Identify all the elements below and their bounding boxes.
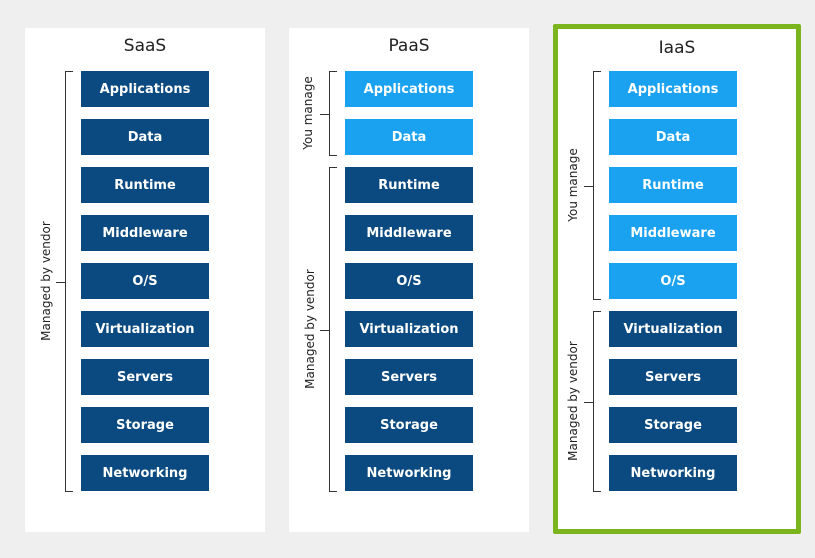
paas-stack: Applications Data Runtime Middleware O/S… <box>345 71 473 503</box>
paas-vendor-bracket <box>320 167 337 492</box>
iaas-layer-runtime: Runtime <box>609 167 737 203</box>
paas-layer-data: Data <box>345 119 473 155</box>
paas-layer-virtualization: Virtualization <box>345 311 473 347</box>
saas-vendor-label: Managed by vendor <box>39 221 53 341</box>
paas-panel: PaaS Applications Data Runtime Middlewar… <box>289 28 529 532</box>
iaas-layer-middleware: Middleware <box>609 215 737 251</box>
iaas-layer-virtualization: Virtualization <box>609 311 737 347</box>
iaas-title: IaaS <box>658 38 696 58</box>
iaas-layer-servers: Servers <box>609 359 737 395</box>
saas-vendor-bracket <box>56 71 73 492</box>
iaas-layer-networking: Networking <box>609 455 737 491</box>
iaas-layer-os: O/S <box>609 263 737 299</box>
saas-title: SaaS <box>123 36 167 56</box>
saas-layer-os: O/S <box>81 263 209 299</box>
paas-layer-os: O/S <box>345 263 473 299</box>
iaas-you-manage-bracket <box>584 71 601 300</box>
iaas-layer-storage: Storage <box>609 407 737 443</box>
saas-layer-middleware: Middleware <box>81 215 209 251</box>
saas-layer-virtualization: Virtualization <box>81 311 209 347</box>
saas-layer-data: Data <box>81 119 209 155</box>
paas-vendor-label: Managed by vendor <box>303 269 317 389</box>
iaas-vendor-bracket <box>584 311 601 492</box>
paas-layer-runtime: Runtime <box>345 167 473 203</box>
iaas-stack: Applications Data Runtime Middleware O/S… <box>609 71 737 503</box>
iaas-vendor-label: Managed by vendor <box>566 341 580 461</box>
paas-you-manage-bracket <box>320 71 337 156</box>
paas-layer-servers: Servers <box>345 359 473 395</box>
saas-panel: SaaS Applications Data Runtime Middlewar… <box>25 28 265 532</box>
paas-layer-applications: Applications <box>345 71 473 107</box>
saas-layer-storage: Storage <box>81 407 209 443</box>
saas-layer-networking: Networking <box>81 455 209 491</box>
paas-layer-storage: Storage <box>345 407 473 443</box>
iaas-panel: IaaS Applications Data Runtime Middlewar… <box>553 24 801 534</box>
saas-stack: Applications Data Runtime Middleware O/S… <box>81 71 209 503</box>
paas-layer-networking: Networking <box>345 455 473 491</box>
saas-layer-applications: Applications <box>81 71 209 107</box>
paas-title: PaaS <box>388 36 430 56</box>
saas-layer-runtime: Runtime <box>81 167 209 203</box>
iaas-layer-data: Data <box>609 119 737 155</box>
saas-layer-servers: Servers <box>81 359 209 395</box>
paas-layer-middleware: Middleware <box>345 215 473 251</box>
iaas-layer-applications: Applications <box>609 71 737 107</box>
